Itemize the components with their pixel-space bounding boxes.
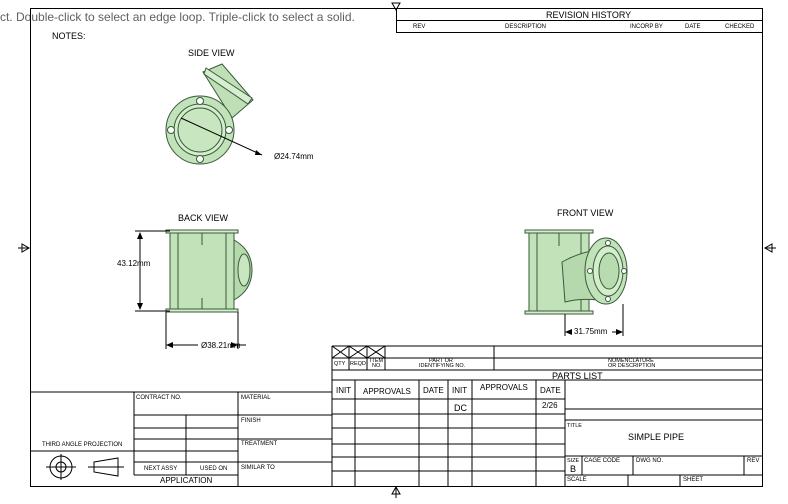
revision-title: REVISION HISTORY (546, 10, 632, 20)
revision-divider (396, 8, 397, 32)
revision-col-rev: REV (413, 24, 426, 30)
revision-col-description: DESCRIPTION (505, 24, 547, 30)
parts-list-title: PARTS LIST (552, 371, 603, 381)
third-angle-label: THIRD ANGLE PROJECTION (42, 442, 123, 448)
treatment-label: TREATMENT (241, 441, 278, 447)
scale-label: SCALE (567, 477, 587, 483)
title-value[interactable]: SIMPLE PIPE (628, 432, 685, 442)
application-label: APPLICATION (160, 476, 213, 485)
next-assy-label: NEXT ASSY (144, 466, 178, 472)
status-hint: ct. Double-click to select an edge loop.… (0, 10, 355, 24)
init-header: INIT (336, 386, 352, 395)
material-label: MATERIAL (241, 395, 271, 401)
date-header-2: DATE (540, 386, 561, 395)
revision-divider (396, 20, 763, 21)
date-header: DATE (423, 386, 444, 395)
parts-or-description: OR DESCRIPTION (608, 363, 656, 369)
front-view-label: FRONT VIEW (557, 208, 614, 218)
back-diameter-dim: Ø38.21mm (201, 341, 241, 350)
revision-col-incorp-by: INCORP BY (630, 24, 663, 30)
parts-reqd: REQD (350, 361, 366, 367)
front-length-dim: 31.75mm (574, 327, 608, 336)
back-height-dim: 43.12mm (117, 259, 151, 268)
parts-no: NO. (372, 363, 382, 369)
revision-col-checked: CHECKED (725, 24, 755, 30)
date-value[interactable]: 2/26 (542, 401, 558, 410)
parts-qty: QTY (334, 361, 346, 367)
contract-no-label: CONTRACT NO. (136, 395, 182, 401)
back-view-label: BACK VIEW (178, 213, 229, 223)
rev-label: REV (747, 458, 760, 464)
notes-label: NOTES: (52, 31, 86, 41)
size-label: SIZE (567, 458, 580, 464)
approvals-header-2: APPROVALS (480, 383, 528, 392)
revision-divider (396, 32, 763, 33)
parts-identifying-no: IDENTIFYING NO. (419, 363, 466, 369)
init-header-2: INIT (452, 386, 468, 395)
side-view-label: SIDE VIEW (188, 48, 235, 58)
parts-nomenclature: NOMENCLATURE (608, 358, 654, 364)
parts-item: ITEM (370, 358, 384, 364)
approvals-header: APPROVALS (363, 387, 411, 396)
title-label: TITLE (567, 423, 582, 429)
side-diameter-dim: Ø24.74mm (274, 152, 314, 161)
init-value[interactable]: DC (454, 403, 467, 413)
size-value[interactable]: B (570, 464, 577, 474)
used-on-label: USED ON (200, 466, 228, 472)
parts-part-or: PART OR (429, 358, 453, 364)
similar-to-label: SIMILAR TO (241, 465, 275, 471)
dwg-no-label: DWG NO. (636, 458, 663, 464)
finish-label: FINISH (241, 418, 261, 424)
cage-code-label: CAGE CODE (584, 458, 621, 464)
sheet-label: SHEET (683, 477, 704, 483)
revision-col-date: DATE (685, 24, 701, 30)
